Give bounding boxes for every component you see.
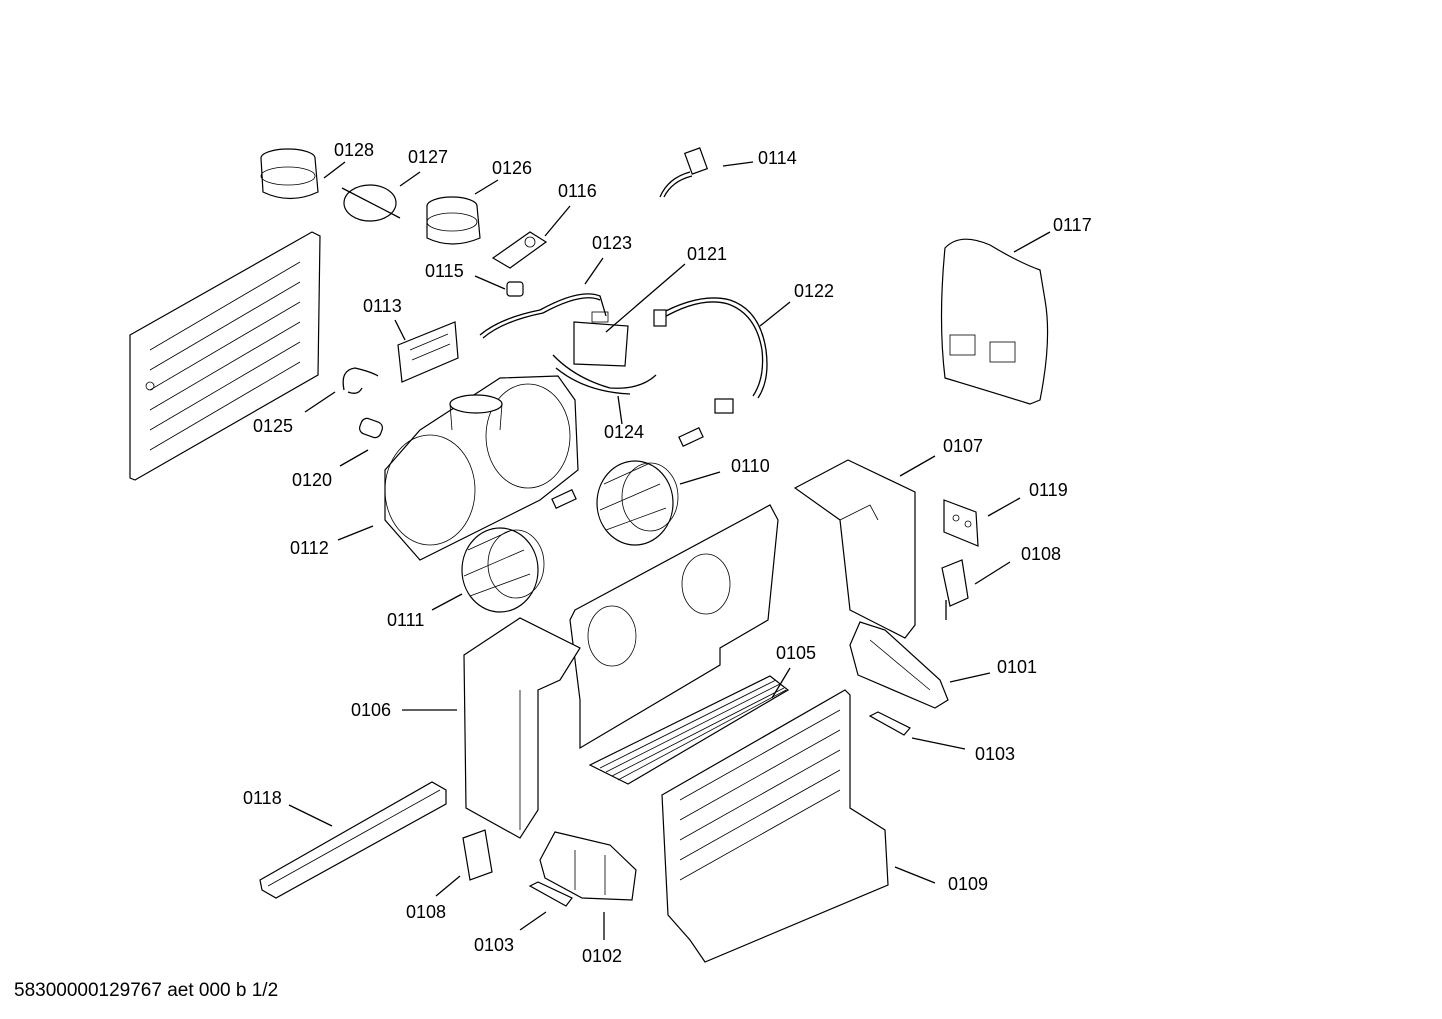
part-fan-wheel-upper-drawing [596,427,704,546]
part-wiring-drawing [552,354,657,395]
part-label-0101: 0101 [997,657,1037,677]
part-clip-lower-drawing [462,829,493,881]
part-label-0128: 0128 [334,140,374,160]
part-label-0118: 0118 [243,788,282,808]
part-labels: 0128 0127 0126 0114 0116 0117 0123 0121 … [243,140,1092,966]
part-circuit-board-drawing [397,321,459,383]
part-label-0120: 0120 [292,470,332,490]
part-label-0108-lower: 0108 [406,902,446,922]
part-front-panel-drawing [661,689,889,963]
part-connector-drawing [506,281,524,297]
part-switch-box-drawing [539,831,637,901]
part-capacitor-drawing [359,417,383,439]
leader-lines [288,161,1051,940]
part-cable-drawing [479,293,607,339]
part-label-0115: 0115 [425,261,464,281]
part-trim-strip-drawing [259,781,447,899]
part-cable-loom-drawing [653,297,768,414]
part-collar-ring-drawing [260,148,319,200]
part-label-0116: 0116 [558,181,597,201]
part-hardware-bag-drawing [940,238,1049,405]
part-label-0112: 0112 [290,538,329,558]
part-label-0106: 0106 [351,700,391,720]
part-label-0123: 0123 [592,233,632,253]
part-label-0109: 0109 [948,874,988,894]
part-fan-wheel-lower-drawing [461,489,577,613]
part-label-0119: 0119 [1029,480,1068,500]
part-grease-filter-drawing [588,675,790,785]
part-label-0111: 0111 [387,610,424,630]
part-control-board-drawing [573,311,629,367]
part-label-0121: 0121 [687,244,727,264]
part-mount-plate-drawing [943,499,979,547]
part-power-plug-drawing [659,147,709,198]
part-left-bracket-drawing [463,617,581,839]
part-fan-housing-drawing [384,375,579,561]
part-small-board-drawing [491,231,548,269]
part-label-0105: 0105 [776,643,816,663]
document-id-footer: 58300000129767 aet 000 b 1/2 [14,980,279,1001]
part-label-0124: 0124 [604,422,644,442]
part-label-0103-lower: 0103 [474,935,514,955]
part-label-0114: 0114 [758,148,797,168]
part-label-0125: 0125 [253,416,293,436]
part-side-panel-drawing [129,231,321,481]
part-label-0127: 0127 [408,147,448,167]
part-switch-housing-drawing [849,621,949,709]
part-clip-upper-drawing [941,559,969,620]
part-baffle-plate-drawing [569,504,779,750]
part-label-0126: 0126 [492,158,532,178]
part-small-bracket-lower-drawing [528,881,573,907]
part-label-0117: 0117 [1053,215,1092,235]
part-label-0102: 0102 [582,946,622,966]
part-label-0108-upper: 0108 [1021,544,1061,564]
part-label-0103-right: 0103 [975,744,1015,764]
part-label-0110: 0110 [731,456,770,476]
part-label-0122: 0122 [794,281,834,301]
part-flap-drawing [341,184,401,222]
part-duct-connector-drawing [426,196,481,245]
part-label-0113: 0113 [363,296,402,316]
part-right-bracket-drawing [793,459,916,639]
part-label-0107: 0107 [943,436,983,456]
part-small-bracket-right-drawing [868,711,911,736]
part-sensor-cable-drawing [342,367,379,394]
